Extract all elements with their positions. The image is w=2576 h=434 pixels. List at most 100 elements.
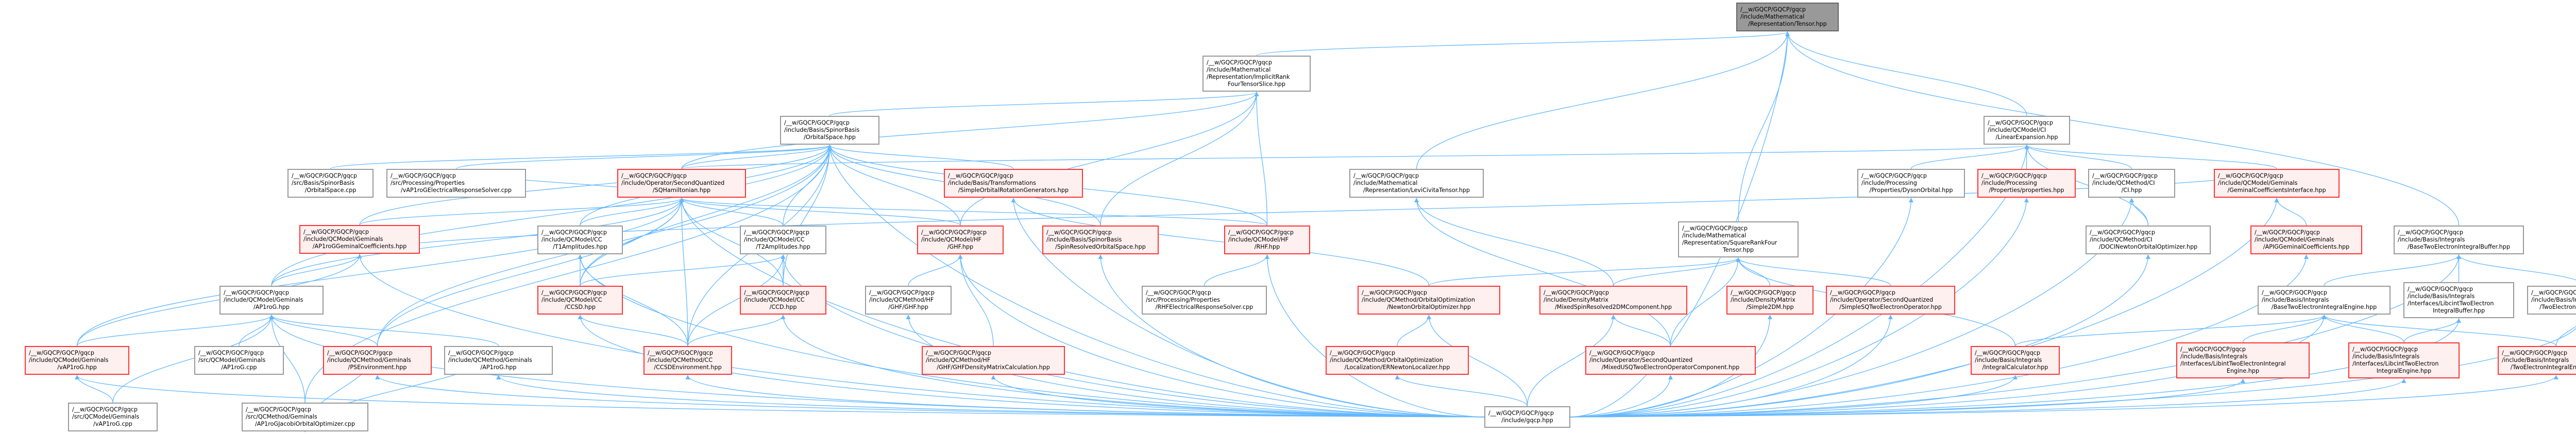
graph-node-sqham[interactable]: /__w/GQCP/GQCP/gqcp/include/Operator/Sec… bbox=[617, 169, 746, 198]
edge-gqcp-to-apig bbox=[1570, 254, 2309, 418]
edge-gqcp-to-ghf_m bbox=[906, 315, 1485, 418]
graph-node-ap1rog-h[interactable]: /__w/GQCP/GQCP/gqcp/include/QCModel/Gemi… bbox=[219, 286, 324, 315]
graph-node-ci[interactable]: /__w/GQCP/GQCP/gqcp/include/QCMethod/CI/… bbox=[2088, 169, 2175, 198]
node-label-line: /src/Processing/Properties bbox=[1146, 297, 1220, 303]
graph-node-btebuf[interactable]: /__w/GQCP/GQCP/gqcp/include/Basis/Integr… bbox=[2394, 225, 2524, 254]
edge-ghf-to-orbspace_h bbox=[827, 145, 961, 226]
graph-node-ghf-m[interactable]: /__w/GQCP/GQCP/gqcp/include/QCMethod/HF/… bbox=[865, 286, 952, 315]
graph-node-s2dm[interactable]: /__w/GQCP/GQCP/gqcp/include/DensityMatri… bbox=[1726, 286, 1814, 315]
node-label-line: /__w/GQCP/GQCP/gqcp bbox=[327, 350, 393, 356]
edge-ap1rogcoef-to-sqham bbox=[359, 198, 684, 225]
graph-node-doci[interactable]: /__w/GQCP/GQCP/gqcp/include/QCMethod/CI/… bbox=[2086, 225, 2211, 254]
node-label-line: /__w/GQCP/GQCP/gqcp bbox=[784, 119, 850, 126]
node-label-line: /__w/GQCP/GQCP/gqcp bbox=[1861, 172, 1927, 179]
edge-sqr4-to-tensor bbox=[1738, 31, 1790, 222]
graph-node-ghfdm[interactable]: /__w/GQCP/GQCP/gqcp/include/QCMethod/HF/… bbox=[922, 346, 1065, 375]
graph-node-sorg[interactable]: /__w/GQCP/GQCP/gqcp/include/Basis/Transf… bbox=[944, 169, 1083, 198]
graph-node-psenv[interactable]: /__w/GQCP/GQCP/gqcp/include/QCMethod/Gem… bbox=[323, 346, 432, 375]
edge-ap1rog_m-to-ap1rog_h bbox=[269, 315, 499, 346]
graph-node-libcinteng[interactable]: /__w/GQCP/GQCP/gqcp/include/Basis/Integr… bbox=[2348, 342, 2460, 378]
node-label-line: /include/Processing bbox=[1861, 180, 1917, 186]
graph-node-ccd[interactable]: /__w/GQCP/GQCP/gqcp/include/QCModel/CC/C… bbox=[740, 286, 826, 315]
node-label-line: /TwoElectronIntegralBuffer.hpp bbox=[2539, 304, 2576, 310]
graph-node-dyson[interactable]: /__w/GQCP/GQCP/gqcp/include/Processing/P… bbox=[1857, 169, 1965, 198]
graph-node-props[interactable]: /__w/GQCP/GQCP/gqcp/include/Processing/P… bbox=[1977, 169, 2076, 198]
node-label-line: /include/QCModel/CC bbox=[541, 236, 602, 243]
graph-node-vap1rog-cpp[interactable]: /__w/GQCP/GQCP/gqcp/src/QCModel/Geminals… bbox=[68, 403, 158, 431]
node-label-line: /include/Basis/Integrals bbox=[2408, 293, 2475, 300]
graph-node-jacobi[interactable]: /__w/GQCP/GQCP/gqcp/src/QCMethod/Geminal… bbox=[242, 403, 368, 431]
graph-node-sros[interactable]: /__w/GQCP/GQCP/gqcp/include/Basis/Spinor… bbox=[1042, 225, 1159, 254]
edge-musq-to-sqr4 bbox=[1670, 257, 1741, 346]
node-label-line: /CCD.hpp bbox=[769, 304, 797, 310]
graph-node-t2[interactable]: /__w/GQCP/GQCP/gqcp/include/QCModel/CC/T… bbox=[740, 225, 826, 254]
edge-vap1rog_cpp-to-ap1rog_h bbox=[112, 315, 274, 403]
edge-ap1rog_h-to-sqham bbox=[271, 198, 684, 286]
edge-s2dm-to-sqr4 bbox=[1736, 257, 1771, 286]
graph-node-intcalc[interactable]: /__w/GQCP/GQCP/gqcp/include/Basis/Integr… bbox=[1971, 346, 2060, 375]
graph-node-orbspace-h[interactable]: /__w/GQCP/GQCP/gqcp/include/Basis/Spinor… bbox=[780, 116, 879, 145]
node-label-line: /include/Operator/SecondQuantized bbox=[1589, 357, 1693, 363]
graph-node-libcintbuf[interactable]: /__w/GQCP/GQCP/gqcp/include/Basis/Integr… bbox=[2403, 282, 2514, 318]
graph-node-sqr4[interactable]: /__w/GQCP/GQCP/gqcp/include/Mathematical… bbox=[1678, 221, 1799, 257]
node-label-line: /include/Basis/Integrals bbox=[1975, 357, 2042, 363]
node-label-line: /__w/GQCP/GQCP/gqcp bbox=[2180, 346, 2246, 353]
edge-newton-to-sorg bbox=[1011, 198, 1430, 286]
node-label-line: /include/Basis/Integrals bbox=[2398, 236, 2465, 243]
graph-node-gci[interactable]: /__w/GQCP/GQCP/gqcp/include/QCModel/Gemi… bbox=[2214, 169, 2340, 198]
node-label-line: /include/QCMethod/CC bbox=[648, 357, 713, 363]
graph-node-ssqte[interactable]: /__w/GQCP/GQCP/gqcp/include/Operator/Sec… bbox=[1826, 286, 1955, 315]
graph-node-rhf[interactable]: /__w/GQCP/GQCP/gqcp/include/QCModel/HF/R… bbox=[1224, 225, 1310, 254]
graph-node-tebuf[interactable]: /__w/GQCP/GQCP/gqcp/include/Basis/Integr… bbox=[2527, 286, 2576, 315]
graph-node-apig[interactable]: /__w/GQCP/GQCP/gqcp/include/QCModel/Gemi… bbox=[2250, 225, 2362, 254]
edge-linexp-to-tensor bbox=[1785, 31, 2027, 116]
graph-node-t1[interactable]: /__w/GQCP/GQCP/gqcp/include/QCModel/CC/T… bbox=[537, 225, 623, 254]
graph-node-vap1rog-h[interactable]: /__w/GQCP/GQCP/gqcp/include/QCModel/Gemi… bbox=[25, 346, 129, 375]
graph-node-rhfers[interactable]: /__w/GQCP/GQCP/gqcp/src/Processing/Prope… bbox=[1142, 286, 1267, 315]
node-label-line: /include/QCModel/Geminals bbox=[2255, 236, 2334, 243]
graph-node-gqcp[interactable]: /__w/GQCP/GQCP/gqcp/include/gqcp.hpp bbox=[1484, 406, 1570, 428]
graph-node-tensor[interactable]: /__w/GQCP/GQCP/gqcp/include/Mathematical… bbox=[1736, 3, 1839, 31]
node-label-line: /__w/GQCP/GQCP/gqcp bbox=[2408, 286, 2473, 292]
node-label-line: /CCSD.hpp bbox=[565, 304, 596, 310]
node-label-line: /__w/GQCP/GQCP/gqcp bbox=[29, 350, 94, 356]
node-label-line: /include/Basis/SpinorBasis bbox=[784, 127, 860, 133]
graph-node-ghf[interactable]: /__w/GQCP/GQCP/gqcp/include/QCModel/HF/G… bbox=[917, 225, 1004, 254]
edge-dyson-to-linexp bbox=[1910, 145, 2029, 169]
graph-node-ap1rog-cpp[interactable]: /__w/GQCP/GQCP/gqcp/src/QCModel/Geminals… bbox=[194, 346, 284, 375]
graph-node-implicit[interactable]: /__w/GQCP/GQCP/gqcp/include/Mathematical… bbox=[1202, 56, 1311, 92]
node-label-line: /__w/GQCP/GQCP/gqcp bbox=[1731, 289, 1796, 296]
node-label-line: /include/Basis/Integrals bbox=[2180, 353, 2248, 360]
edge-doci-to-ci bbox=[2129, 198, 2149, 226]
node-label-line: /OrbitalSpace.hpp bbox=[804, 134, 856, 141]
graph-node-musq[interactable]: /__w/GQCP/GQCP/gqcp/include/Operator/Sec… bbox=[1585, 346, 1756, 375]
graph-node-teeng[interactable]: /__w/GQCP/GQCP/gqcp/include/Basis/Integr… bbox=[2498, 346, 2576, 375]
graph-node-ernl[interactable]: /__w/GQCP/GQCP/gqcp/include/QCMethod/Orb… bbox=[1326, 346, 1469, 375]
node-label-line: /__w/GQCP/GQCP/gqcp bbox=[391, 172, 456, 179]
node-label-line: /include/QCModel/CI bbox=[1988, 127, 2046, 133]
graph-node-vap1rog-ers[interactable]: /__w/GQCP/GQCP/gqcp/src/Processing/Prope… bbox=[386, 169, 526, 198]
graph-node-ap1rog-m[interactable]: /__w/GQCP/GQCP/gqcp/include/QCMethod/Gem… bbox=[444, 346, 553, 375]
graph-node-newton[interactable]: /__w/GQCP/GQCP/gqcp/include/QCMethod/Orb… bbox=[1358, 286, 1500, 315]
graph-node-ap1rogcoef[interactable]: /__w/GQCP/GQCP/gqcp/include/QCModel/Gemi… bbox=[299, 225, 420, 254]
node-label-line: /GeminalCoefficientsInterface.hpp bbox=[2227, 187, 2326, 194]
node-label-line: /include/Processing bbox=[1981, 180, 2037, 186]
graph-node-bteeng[interactable]: /__w/GQCP/GQCP/gqcp/include/Basis/Integr… bbox=[2258, 286, 2391, 315]
edge-sqham-to-orbspace_h bbox=[681, 145, 832, 169]
node-label-line: /include/Operator/SecondQuantized bbox=[1830, 297, 1934, 303]
edge-implicit-to-tensor bbox=[1256, 31, 1790, 56]
node-label-line: /include/QCMethod/CI bbox=[2090, 236, 2153, 243]
edge-jacobi-to-ap1rog_h bbox=[269, 315, 306, 403]
node-label-line: /include/QCModel/CC bbox=[744, 236, 805, 243]
graph-node-orbspace-cpp[interactable]: /__w/GQCP/GQCP/gqcp/src/Basis/SpinorBasi… bbox=[287, 169, 374, 198]
node-label-line: /Representation/SquareRankFour bbox=[1682, 239, 1777, 246]
graph-node-ccsdenv[interactable]: /__w/GQCP/GQCP/gqcp/include/QCMethod/CC/… bbox=[643, 346, 732, 375]
graph-node-levi[interactable]: /__w/GQCP/GQCP/gqcp/include/Mathematical… bbox=[1349, 169, 1484, 198]
node-label-line: /include/QCModel/CC bbox=[744, 297, 805, 303]
graph-node-libinteng[interactable]: /__w/GQCP/GQCP/gqcp/include/Basis/Integr… bbox=[2176, 342, 2310, 378]
edge-ccsdenv-to-ccd bbox=[687, 315, 786, 346]
edge-gqcp-to-props bbox=[1570, 198, 2029, 418]
graph-node-msr2dm[interactable]: /__w/GQCP/GQCP/gqcp/include/DensityMatri… bbox=[1539, 286, 1687, 315]
graph-node-ccsd[interactable]: /__w/GQCP/GQCP/gqcp/include/QCModel/CC/C… bbox=[537, 286, 623, 315]
graph-node-linexp[interactable]: /__w/GQCP/GQCP/gqcp/include/QCModel/CI/L… bbox=[1984, 116, 2070, 145]
